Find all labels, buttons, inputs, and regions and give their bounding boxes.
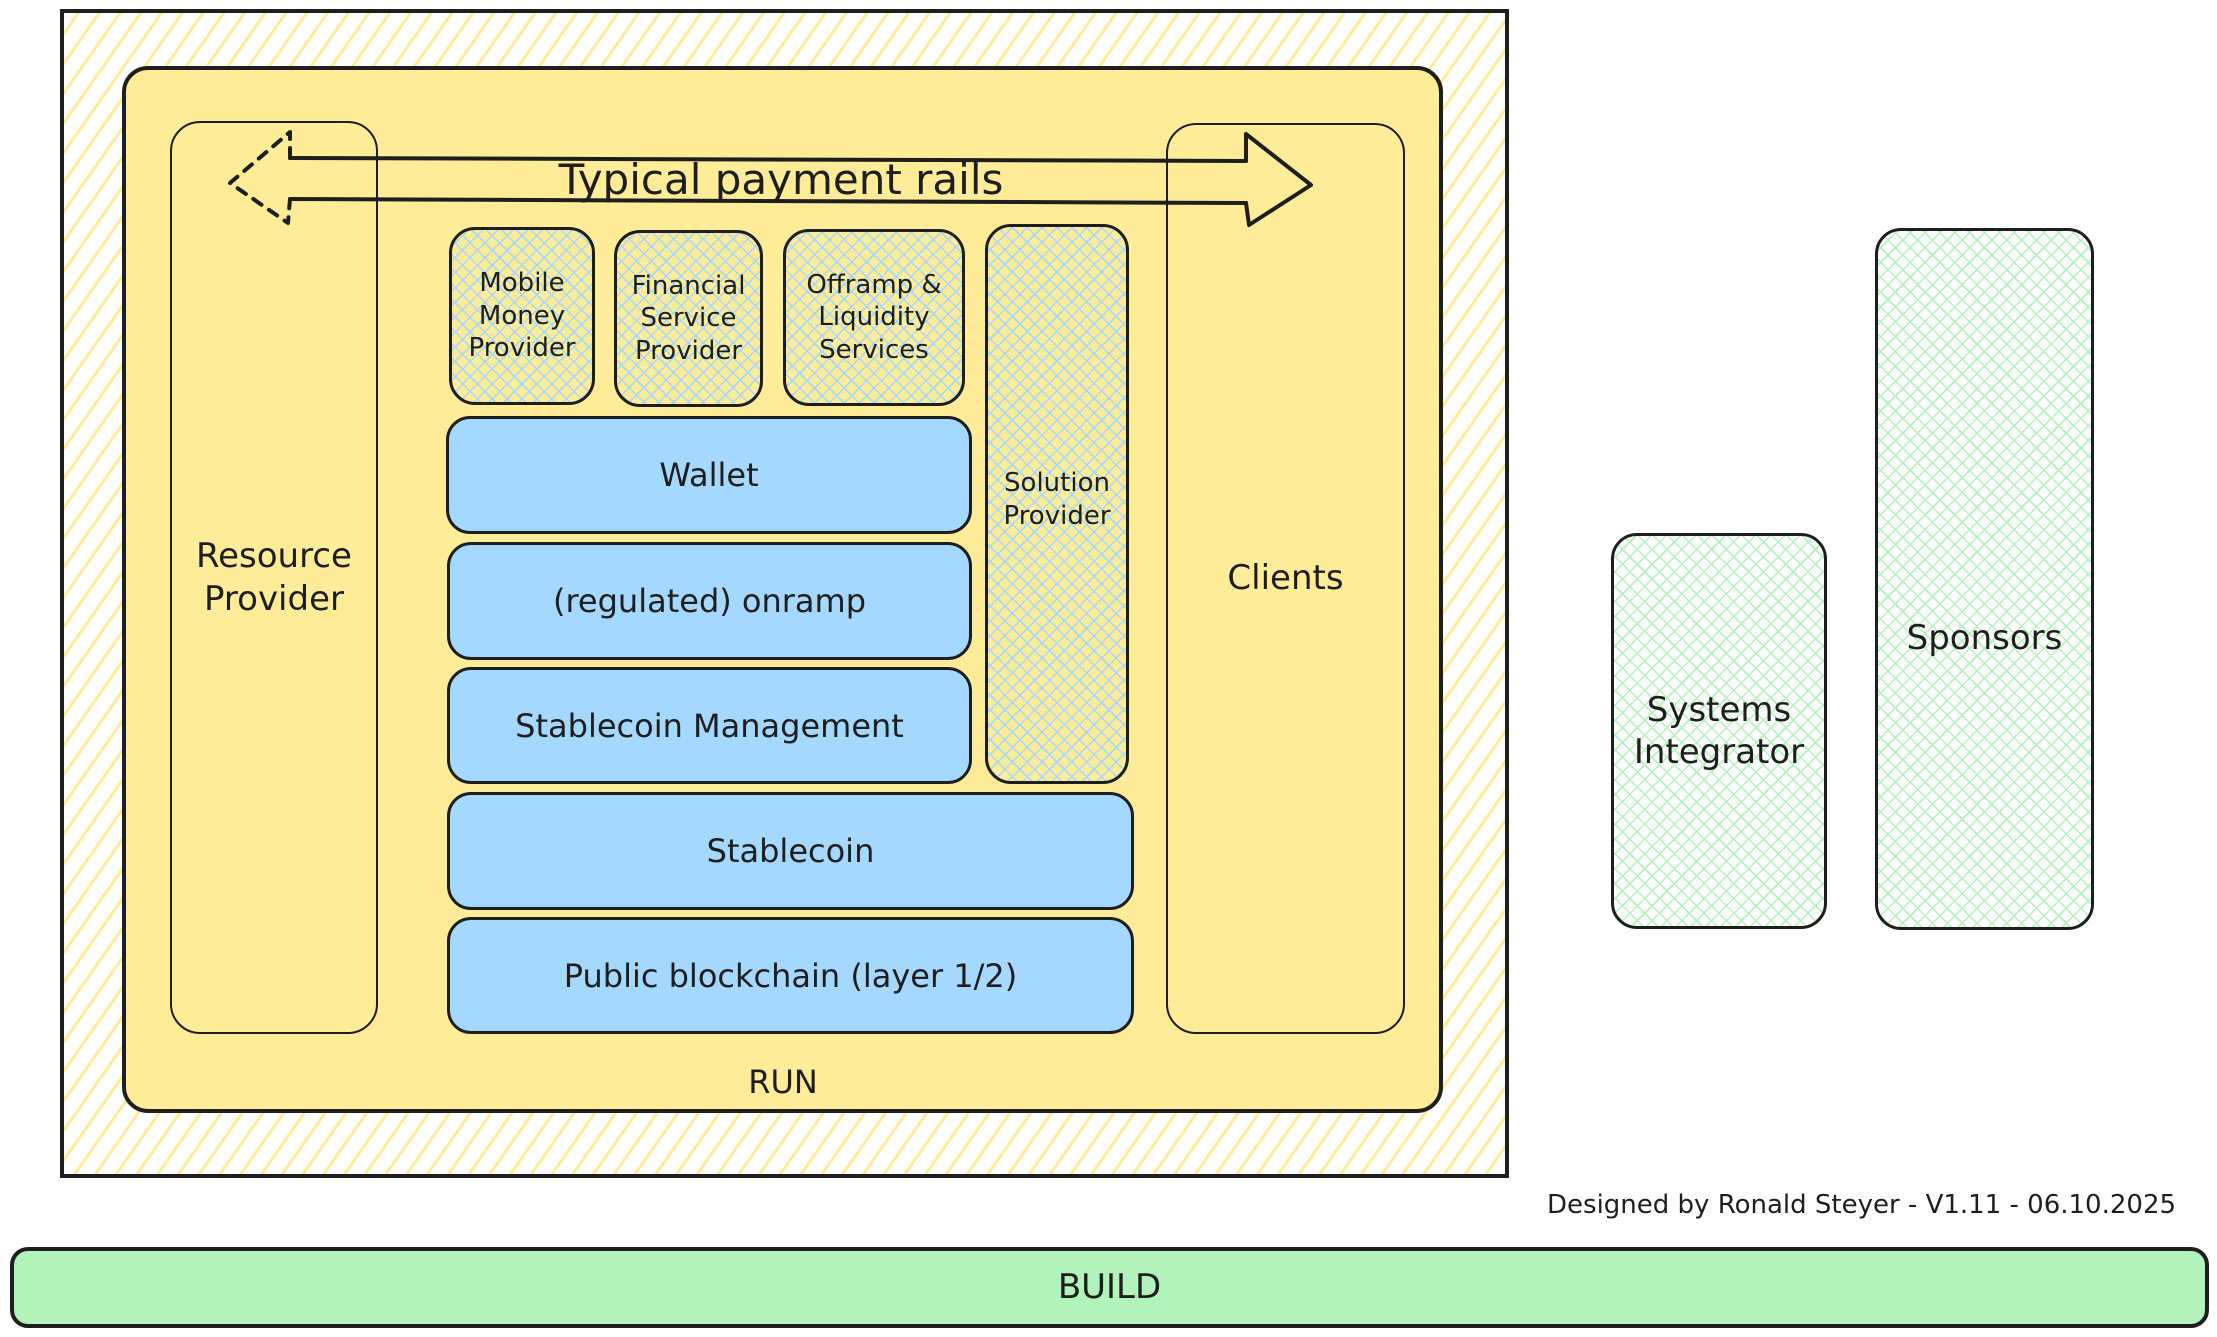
- credit-text: Designed by Ronald Steyer - V1.11 - 06.1…: [1547, 1190, 2177, 1220]
- clients-label: Clients: [1227, 558, 1344, 599]
- layer-label: Stablecoin Management: [515, 706, 904, 745]
- service-box-financial-service[interactable]: Financial Service Provider: [614, 230, 763, 407]
- layer-public-blockchain[interactable]: Public blockchain (layer 1/2): [447, 917, 1134, 1034]
- build-label: BUILD: [1057, 1267, 1162, 1308]
- solution-provider-box[interactable]: Solution Provider: [985, 224, 1129, 784]
- run-label: RUN: [748, 1063, 818, 1101]
- layer-onramp[interactable]: (regulated) onramp: [447, 542, 972, 660]
- payment-rails-title: Typical payment rails: [558, 154, 1004, 204]
- layer-wallet[interactable]: Wallet: [446, 416, 972, 534]
- systems-integrator-label: Systems Integrator: [1633, 689, 1805, 773]
- sponsors-box[interactable]: Sponsors: [1875, 228, 2094, 930]
- layer-label: (regulated) onramp: [552, 582, 867, 620]
- service-box-label: Mobile Money Provider: [468, 268, 576, 364]
- service-box-mobile-money[interactable]: Mobile Money Provider: [449, 227, 595, 405]
- build-bar[interactable]: BUILD: [10, 1247, 2209, 1328]
- resource-provider-lane[interactable]: Resource Provider: [170, 121, 378, 1034]
- layer-stablecoin-management[interactable]: Stablecoin Management: [447, 667, 972, 784]
- service-box-offramp-liquidity[interactable]: Offramp & Liquidity Services: [783, 229, 965, 406]
- systems-integrator-box[interactable]: Systems Integrator: [1611, 533, 1827, 929]
- layer-label: Wallet: [659, 456, 759, 494]
- resource-provider-label: Resource Provider: [196, 536, 352, 619]
- layer-stablecoin[interactable]: Stablecoin: [447, 792, 1134, 910]
- layer-label: Public blockchain (layer 1/2): [563, 956, 1018, 995]
- clients-lane[interactable]: Clients: [1166, 123, 1405, 1034]
- service-box-label: Financial Service Provider: [631, 270, 746, 366]
- solution-provider-label: Solution Provider: [1003, 468, 1111, 531]
- sponsors-label: Sponsors: [1906, 618, 2063, 658]
- service-box-label: Offramp & Liquidity Services: [806, 269, 942, 365]
- layer-label: Stablecoin: [706, 832, 875, 870]
